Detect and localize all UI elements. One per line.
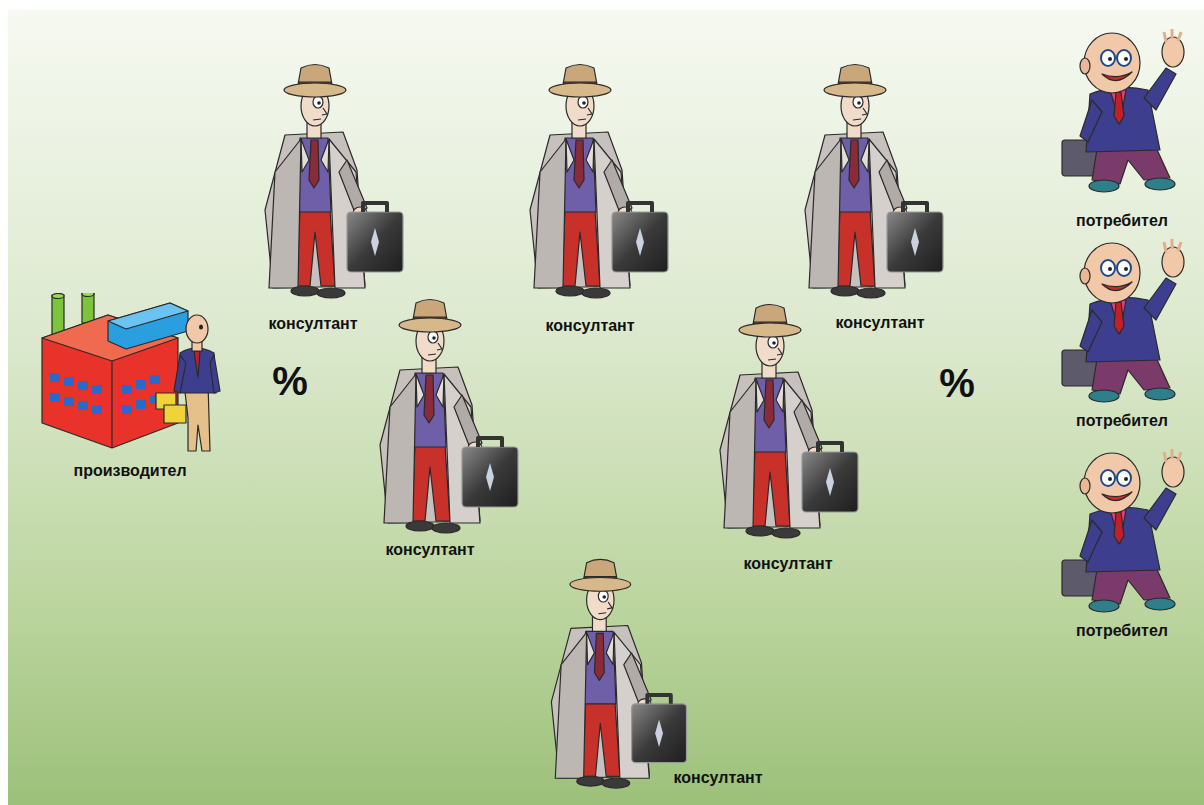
- consultant-illustration: [551, 559, 686, 788]
- figure-caption: потребител: [1076, 212, 1168, 230]
- figure-node: консултант: [530, 550, 780, 787]
- percent-sign: %: [939, 361, 975, 405]
- figure-node: потребител: [1055, 445, 1195, 640]
- connector-layer: [8, 10, 1204, 805]
- consultant-illustration: [380, 300, 518, 534]
- figure-node: консултант: [245, 55, 415, 333]
- consultant-illustration: [265, 65, 403, 299]
- figure-node: консултант: [360, 290, 530, 559]
- figure-node: потребител: [1055, 25, 1195, 230]
- consultant-illustration: [805, 65, 943, 299]
- figure-caption: консултант: [385, 541, 474, 559]
- figure-node: потребител: [1055, 235, 1195, 430]
- consumer-illustration: [1062, 239, 1184, 402]
- illustration: [8, 10, 1204, 805]
- diagram-stage: производител консултант консултант консулта…: [8, 10, 1204, 805]
- figure-caption: потребител: [1076, 412, 1168, 430]
- figure-node: консултант: [700, 295, 870, 573]
- consumer-illustration: [1062, 449, 1184, 612]
- figure-node: консултант: [790, 55, 960, 332]
- figure-caption: консултант: [268, 315, 357, 333]
- figure-caption: консултант: [545, 317, 634, 335]
- figure-caption: консултант: [743, 555, 832, 573]
- figure-caption: производител: [73, 462, 186, 480]
- consultant-illustration: [720, 305, 858, 539]
- percent-sign: %: [272, 359, 308, 403]
- figure-node: производител: [35, 290, 235, 480]
- consumer-illustration: [1062, 29, 1184, 192]
- factory-illustration: [42, 292, 220, 452]
- figure-caption: потребител: [1076, 622, 1168, 640]
- figure-node: консултант: [510, 55, 670, 335]
- consultant-illustration: [530, 65, 668, 299]
- figure-caption: консултант: [835, 314, 924, 332]
- figure-caption: консултант: [673, 769, 762, 787]
